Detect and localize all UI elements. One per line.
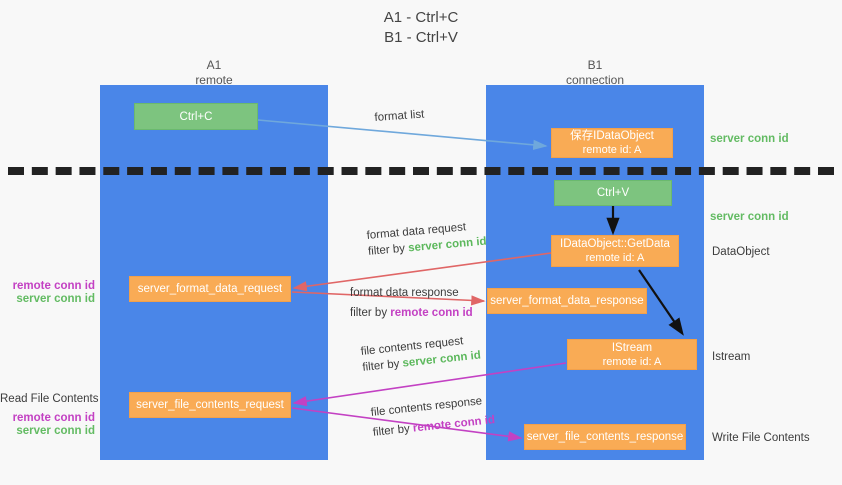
annotation-dataobject: DataObject [712, 246, 770, 258]
annotation-server-conn-id-mid: server conn id [710, 211, 789, 223]
node-istream[interactable]: IStream remote id: A [567, 339, 697, 370]
annotation-remote-conn-id-1: remote conn id [12, 280, 95, 292]
node-idataobject[interactable]: 保存IDataObject remote id: A [551, 128, 673, 158]
node-server-format-data-request-label: server_format_data_request [137, 283, 283, 295]
lane-header-b1: B1 connection [515, 58, 675, 88]
node-istream-remote-id: remote id: A [602, 355, 662, 368]
node-getdata-remote-id: remote id: A [585, 252, 645, 264]
lane-header-a1: A1 remote [134, 58, 294, 88]
node-server-format-data-response[interactable]: server_format_data_response [487, 288, 647, 314]
node-istream-label: IStream [611, 341, 653, 354]
annotation-server-conn-id-1: server conn id [16, 293, 95, 305]
annotation-server-conn-id-top: server conn id [710, 133, 789, 145]
boundary-divider [8, 167, 834, 175]
key-remote-conn-id-2: remote conn id [412, 414, 496, 435]
node-ctrl-c[interactable]: Ctrl+C [134, 103, 258, 130]
annotation-read-file-contents: Read File Contents [0, 393, 99, 405]
node-ctrl-v-label: Ctrl+V [596, 187, 630, 199]
node-server-format-data-request[interactable]: server_format_data_request [129, 276, 291, 302]
lane-a1-name: A1 [206, 58, 222, 72]
label-file-contents-response: file contents response filter by remote … [370, 395, 496, 439]
node-server-file-contents-response[interactable]: server_file_contents_response [524, 424, 686, 450]
annotation-write-file-contents: Write File Contents [712, 432, 810, 444]
title-line-1: A1 - Ctrl+C [383, 9, 459, 26]
node-ctrl-v[interactable]: Ctrl+V [554, 180, 672, 206]
key-server-conn-id: server conn id [407, 235, 488, 255]
label-file-contents-request: file contents request filter by server c… [360, 335, 482, 374]
node-server-format-data-response-label: server_format_data_response [490, 295, 644, 307]
node-idataobject-remote-id: remote id: A [582, 144, 642, 156]
node-idataobject-label: 保存IDataObject [570, 130, 654, 142]
node-server-file-contents-response-label: server_file_contents_response [526, 431, 684, 443]
lane-b1-sub: connection [565, 73, 625, 87]
lane-a1-sub: remote [195, 73, 233, 87]
label-format-list: format list [374, 108, 425, 124]
key-remote-conn-id: remote conn id [390, 307, 473, 319]
lane-b1-name: B1 [587, 58, 603, 72]
label-format-data-request: format data request filter by server con… [366, 221, 488, 258]
node-getdata-label: IDataObject::GetData [560, 238, 670, 250]
title-line-2: B1 - Ctrl+V [384, 29, 458, 46]
annotation-istream: Istream [712, 351, 751, 363]
node-getdata[interactable]: IDataObject::GetData remote id: A [551, 235, 679, 267]
label-format-data-response: format data response filter by remote co… [350, 287, 473, 319]
node-server-file-contents-request[interactable]: server_file_contents_request [129, 392, 291, 418]
node-server-file-contents-request-label: server_file_contents_request [136, 399, 284, 411]
annotation-remote-conn-id-2: remote conn id [12, 412, 95, 424]
page-title: A1 - Ctrl+C B1 - Ctrl+V [0, 8, 842, 48]
node-ctrl-c-label: Ctrl+C [179, 110, 213, 123]
annotation-server-conn-id-2: server conn id [16, 425, 95, 437]
